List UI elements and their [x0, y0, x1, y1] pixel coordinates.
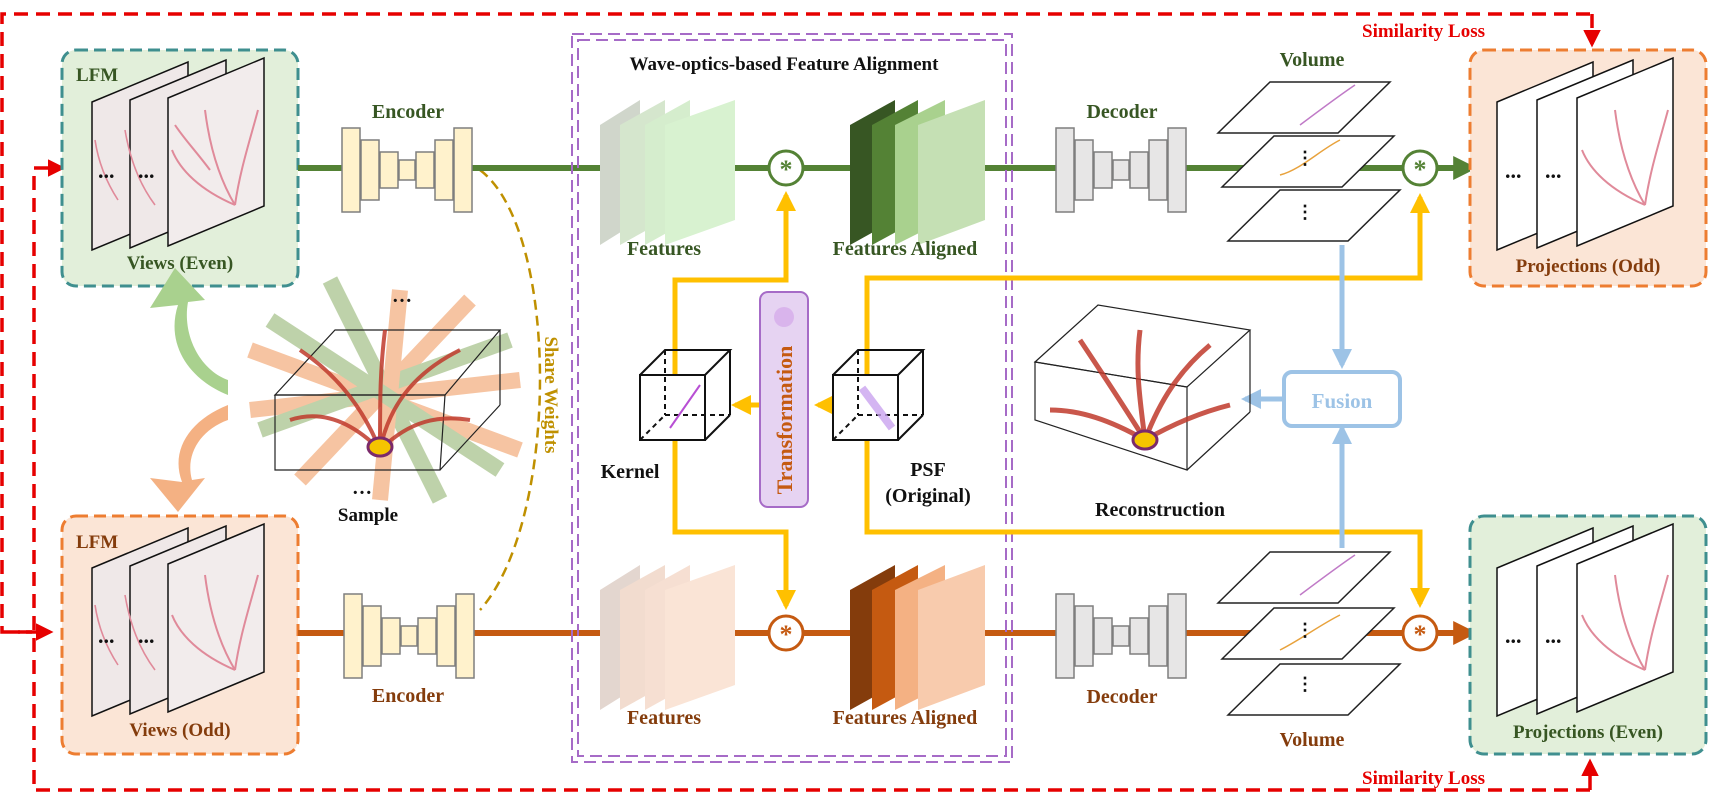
features-aligned-bottom-label: Features Aligned — [833, 707, 978, 729]
transformation-label: Transformation — [772, 346, 797, 495]
decoder-top-label: Decoder — [1086, 101, 1157, 123]
decoder-bottom-label: Decoder — [1086, 686, 1157, 708]
projections-odd-label: Projections (Odd) — [1516, 256, 1661, 277]
svg-text:⋮: ⋮ — [1296, 148, 1314, 168]
views-even-label: Views (Even) — [127, 253, 233, 274]
decoder-bottom — [1055, 593, 1187, 679]
sample-ellipsis-bottom: … — [352, 477, 372, 499]
features-top-label: Features — [627, 238, 701, 260]
yellow-path-kernel-bottom — [672, 440, 796, 610]
volume-bottom-stack — [1216, 551, 1402, 716]
ellipsis-bottom-2: ... — [138, 623, 155, 648]
conv-node-top — [767, 149, 805, 187]
projections-even-label: Projections (Even) — [1513, 722, 1663, 743]
share-weights-label: Share Weights — [540, 336, 561, 453]
features-aligned-top-stack — [850, 100, 985, 245]
alignment-title: Wave-optics-based Feature Alignment — [630, 54, 940, 75]
svg-text:*: * — [780, 155, 793, 184]
projections-even-panel: ... ... Projections (Even) — [1468, 514, 1708, 756]
sample-ellipsis-top: … — [392, 285, 412, 307]
orange-curved-arrow — [150, 405, 228, 512]
lfm-bottom-label: LFM — [76, 532, 118, 553]
yellow-path-psf-top — [864, 193, 1430, 390]
encoder-bottom-label: Encoder — [372, 685, 444, 707]
svg-text:⋮: ⋮ — [1296, 202, 1314, 222]
sample-label: Sample — [338, 505, 398, 526]
features-aligned-bottom-stack — [850, 565, 985, 710]
ellipsis-top-1: ... — [98, 158, 115, 183]
svg-text:*: * — [1414, 155, 1427, 184]
reconstruction-label: Reconstruction — [1095, 499, 1225, 521]
reconstruction-illustration — [1033, 304, 1252, 471]
encoder-top-label: Encoder — [372, 101, 444, 123]
conv-node-right-top — [1401, 149, 1439, 187]
features-bottom-stack — [600, 565, 735, 710]
kernel-label: Kernel — [601, 461, 660, 483]
view-stack-top — [91, 56, 265, 252]
sample-illustration: … … Sample — [150, 268, 523, 526]
svg-text:⋮: ⋮ — [1296, 674, 1314, 694]
lfm-views-odd-panel: LFM ... ... Views (Odd) — [60, 514, 300, 756]
similarity-loss-frame — [0, 12, 1601, 792]
features-top-stack — [600, 100, 735, 245]
ellipsis-proj-odd-1: ... — [1505, 158, 1522, 183]
features-bottom-label: Features — [627, 707, 701, 729]
kernel-cube — [639, 349, 733, 441]
encoder-bottom — [343, 593, 475, 679]
ellipsis-bottom-1: ... — [98, 623, 115, 648]
volume-top-stack — [1216, 81, 1402, 242]
yellow-path-psf-bottom — [864, 420, 1430, 608]
lfm-views-even-panel: LFM ... ... Views (Even) — [60, 48, 300, 288]
ellipsis-proj-odd-2: ... — [1545, 158, 1562, 183]
similarity-loss-top-label: Similarity Loss — [1362, 21, 1485, 42]
view-stack-bottom — [91, 522, 265, 718]
similarity-loss-bottom-label: Similarity Loss — [1362, 768, 1485, 789]
features-aligned-top-label: Features Aligned — [833, 238, 978, 260]
ellipsis-top-2: ... — [138, 158, 155, 183]
fusion-label: Fusion — [1312, 389, 1373, 413]
views-odd-label: Views (Odd) — [129, 720, 230, 741]
ellipsis-proj-even-2: ... — [1545, 623, 1562, 648]
encoder-top — [341, 127, 473, 213]
volume-bottom-label: Volume — [1280, 729, 1345, 751]
brain-icon — [774, 307, 794, 327]
decoder-top — [1055, 127, 1187, 213]
green-curved-arrow — [150, 268, 228, 395]
svg-text:*: * — [1414, 620, 1427, 649]
ellipsis-proj-even-1: ... — [1505, 623, 1522, 648]
psf-label-line1: PSF — [910, 459, 946, 481]
conv-node-right-bottom — [1401, 614, 1439, 652]
psf-label-line2: (Original) — [885, 485, 971, 507]
psf-cube — [832, 349, 926, 441]
svg-text:*: * — [780, 620, 793, 649]
svg-text:⋮: ⋮ — [1296, 620, 1314, 640]
volume-top-label: Volume — [1280, 49, 1345, 71]
projections-odd-panel: ... ... Projections (Odd) — [1468, 48, 1708, 288]
lfm-top-label: LFM — [76, 65, 118, 86]
feature-alignment-box — [571, 33, 1013, 763]
transformation-box: Transformation — [759, 291, 809, 508]
conv-node-bottom — [767, 614, 805, 652]
